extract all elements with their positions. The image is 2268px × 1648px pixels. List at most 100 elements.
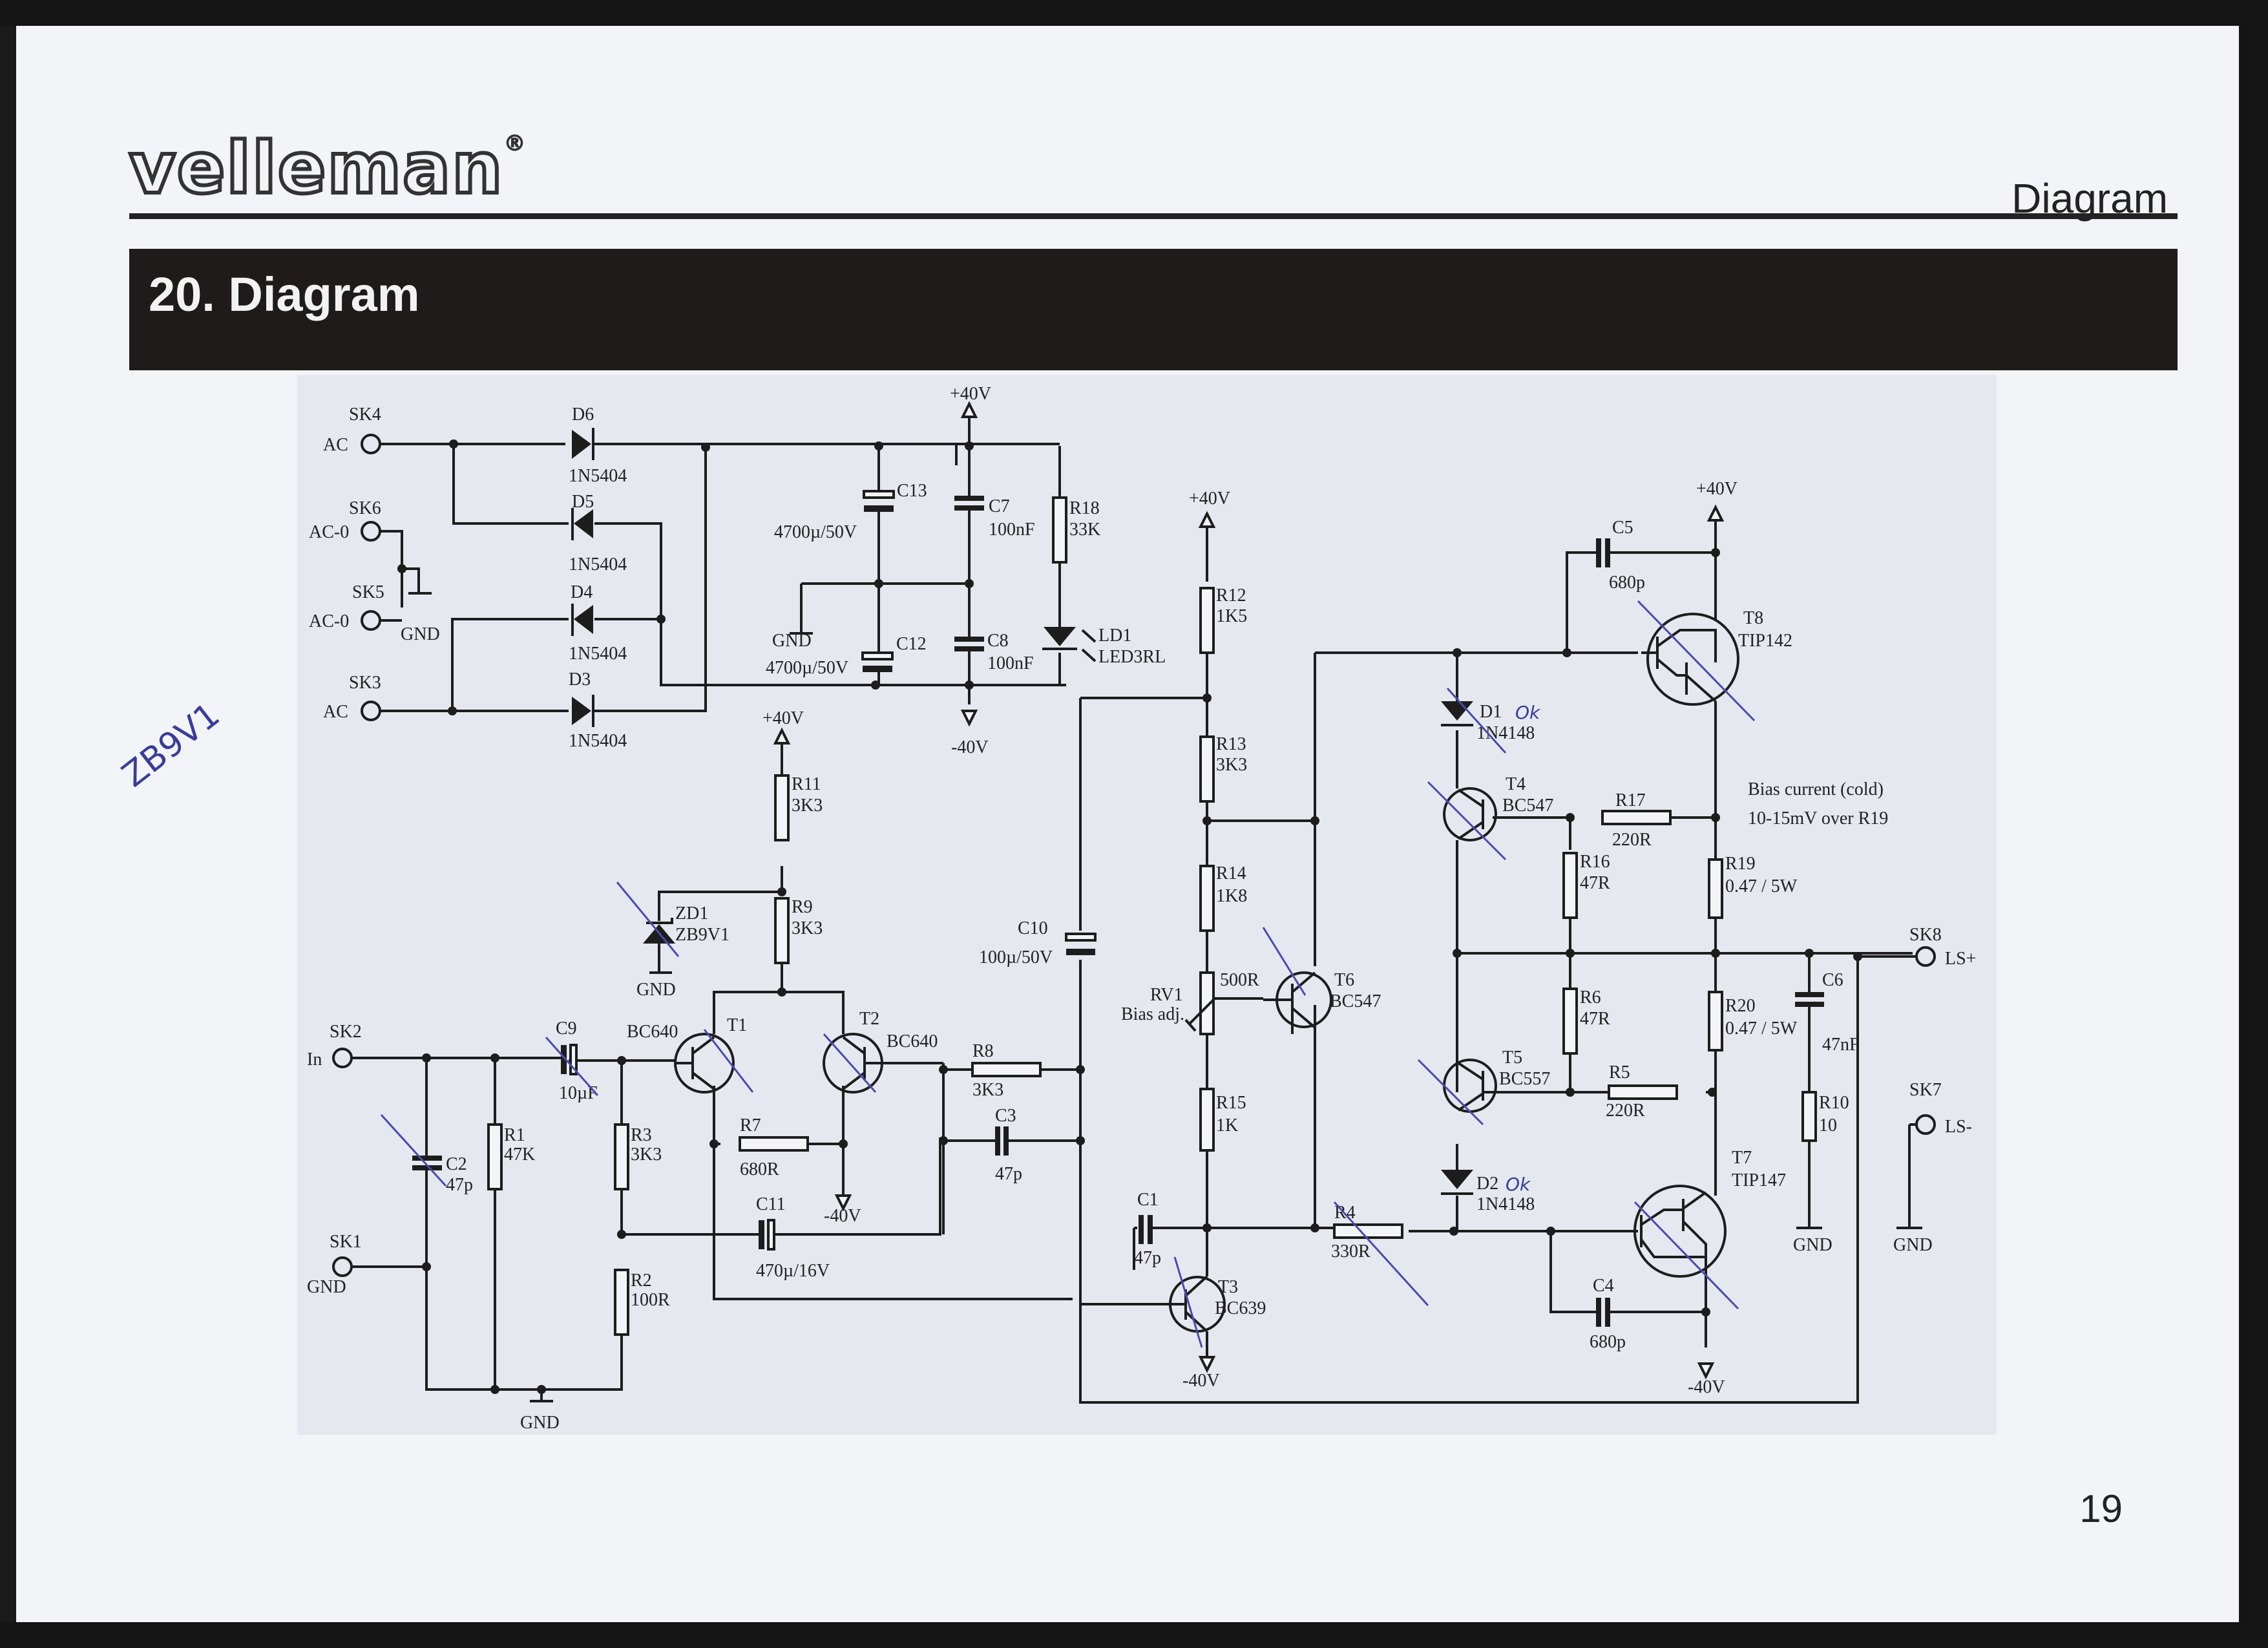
zd1-ref: ZD1 <box>675 903 708 924</box>
r13-ref: R13 <box>1216 734 1246 754</box>
sk6-ref: SK6 <box>349 498 381 518</box>
rail-neg-40v-t3: -40V <box>1182 1356 1220 1391</box>
d6-ref: D6 <box>572 405 594 425</box>
r3-value: 3K3 <box>631 1145 662 1165</box>
r18-value: 33K <box>1069 520 1100 540</box>
transistor-t4: T4 BC547 <box>1443 774 1553 841</box>
capacitor-c4: C4 680p <box>1590 1276 1626 1352</box>
sk1-label: GND <box>307 1277 346 1297</box>
capacitor-c13: C13 4700µ/50V <box>774 481 927 542</box>
capacitor-c5: C5 680p <box>1596 518 1645 593</box>
c5-value: 680p <box>1609 573 1645 593</box>
neg-rail-label-psu: -40V <box>951 737 989 757</box>
capacitor-c7: C7 100nF <box>954 496 1035 540</box>
resistor-r6: R6 47R <box>1562 988 1610 1055</box>
t8-value: TIP142 <box>1738 631 1792 651</box>
rail-neg-40v-psu: -40V <box>951 710 989 757</box>
scan-border-bottom <box>0 1622 2268 1648</box>
r2-value: 100R <box>631 1290 670 1310</box>
c7-ref: C7 <box>989 496 1010 516</box>
d2-ref: D2 <box>1476 1174 1498 1194</box>
t6-value: BC547 <box>1330 991 1381 1011</box>
d1-ref: D1 <box>1480 702 1502 722</box>
r12-value: 1K5 <box>1216 606 1247 626</box>
sk4-label: AC <box>323 435 348 455</box>
resistor-r17: R17 220R <box>1601 790 1672 850</box>
sk7-ref: SK7 <box>1909 1080 1942 1100</box>
t7-ref: T7 <box>1732 1148 1752 1168</box>
t1-value: BC640 <box>627 1022 678 1042</box>
r14-ref: R14 <box>1216 863 1246 883</box>
resistor-r13: R13 3K3 <box>1199 734 1247 803</box>
diode-d1: D1 1N4148 Ok <box>1441 701 1541 743</box>
potentiometer-rv1[interactable]: 500R RV1 Bias adj. <box>1121 970 1263 1035</box>
t3-ref: T3 <box>1218 1277 1238 1297</box>
connector-sk4[interactable]: SK4 AC <box>323 405 381 455</box>
capacitor-c11: C11 470µ/16V <box>756 1194 830 1281</box>
r20-ref: R20 <box>1725 996 1756 1016</box>
c12-ref: C12 <box>896 634 927 654</box>
d4-value: 1N5404 <box>569 644 627 664</box>
t4-value: BC547 <box>1502 796 1553 816</box>
diode-d4: D4 1N5404 <box>569 582 627 664</box>
c11-ref: C11 <box>756 1194 786 1214</box>
resistor-r14: R14 1K8 <box>1199 863 1247 932</box>
c1-ref: C1 <box>1137 1190 1159 1210</box>
c13-value: 4700µ/50V <box>774 522 857 542</box>
scan-border-top <box>0 0 2268 26</box>
capacitor-c1: C1 47p <box>1134 1190 1161 1268</box>
r9-ref: R9 <box>792 897 813 917</box>
d2-handwritten-ok: Ok <box>1506 1174 1531 1195</box>
d6-value: 1N5404 <box>569 466 627 486</box>
t1-ref: T1 <box>727 1015 747 1035</box>
c2-ref: C2 <box>446 1154 467 1174</box>
r15-value: 1K <box>1216 1115 1238 1136</box>
r16-ref: R16 <box>1580 852 1610 872</box>
t8-ref: T8 <box>1743 608 1763 628</box>
scan-border-right <box>2239 0 2268 1648</box>
connector-sk3[interactable]: SK3 AC <box>323 673 381 722</box>
r3-ref: R3 <box>631 1125 652 1145</box>
t2-value: BC640 <box>887 1031 938 1051</box>
capacitor-c9: C9 10µF <box>556 1019 598 1103</box>
r11-value: 3K3 <box>792 796 823 816</box>
zener-zd1: ZD1 ZB9V1 GND <box>636 903 730 1000</box>
r10-value: 10 <box>1819 1115 1837 1136</box>
connector-sk5[interactable]: SK5 AC-0 <box>309 582 384 631</box>
ld1-ref: LD1 <box>1098 626 1131 646</box>
connector-sk1[interactable]: SK1 GND <box>307 1232 362 1297</box>
c3-ref: C3 <box>995 1106 1016 1126</box>
connector-sk8[interactable]: SK8 LS+ <box>1909 925 1976 969</box>
c11-value: 470µ/16V <box>756 1261 830 1281</box>
resistor-r16: R16 47R <box>1562 852 1610 919</box>
r8-ref: R8 <box>972 1041 994 1061</box>
transistor-t8: T8 TIP142 <box>1641 608 1792 706</box>
neg-rail-label-out: -40V <box>1688 1377 1725 1397</box>
r17-ref: R17 <box>1615 790 1646 810</box>
connector-sk7[interactable]: SK7 LS- GND <box>1893 1080 1972 1255</box>
registered-mark: ® <box>503 131 527 156</box>
d1-value: 1N4148 <box>1476 723 1535 743</box>
transistor-t3: T3 BC639 <box>1080 1275 1266 1333</box>
sk1-ref: SK1 <box>330 1232 362 1252</box>
connector-sk6[interactable]: SK6 AC-0 <box>309 498 381 542</box>
resistor-r9: R9 3K3 <box>774 897 823 964</box>
gnd-label-input: GND <box>520 1413 560 1433</box>
diode-d6: D6 1N5404 <box>569 405 627 486</box>
d5-ref: D5 <box>572 492 594 512</box>
t6-ref: T6 <box>1334 970 1354 990</box>
gnd-label-r10: GND <box>1793 1235 1832 1255</box>
sk8-ref: SK8 <box>1909 925 1942 945</box>
resistor-r12: R12 1K5 <box>1199 586 1247 654</box>
connector-sk2[interactable]: SK2 In <box>307 1022 362 1070</box>
r11-ref: R11 <box>792 774 821 794</box>
sk8-label: LS+ <box>1945 949 1976 969</box>
capacitor-c3: C3 47p <box>995 1106 1022 1184</box>
pos-rail-label-psu: +40V <box>950 384 991 404</box>
d3-ref: D3 <box>569 670 591 690</box>
c3-value: 47p <box>995 1164 1022 1184</box>
t5-ref: T5 <box>1502 1048 1522 1068</box>
led-ld1: LD1 LED3RL <box>1042 626 1166 667</box>
r4-value: 330R <box>1331 1241 1370 1262</box>
r14-value: 1K8 <box>1216 886 1247 906</box>
